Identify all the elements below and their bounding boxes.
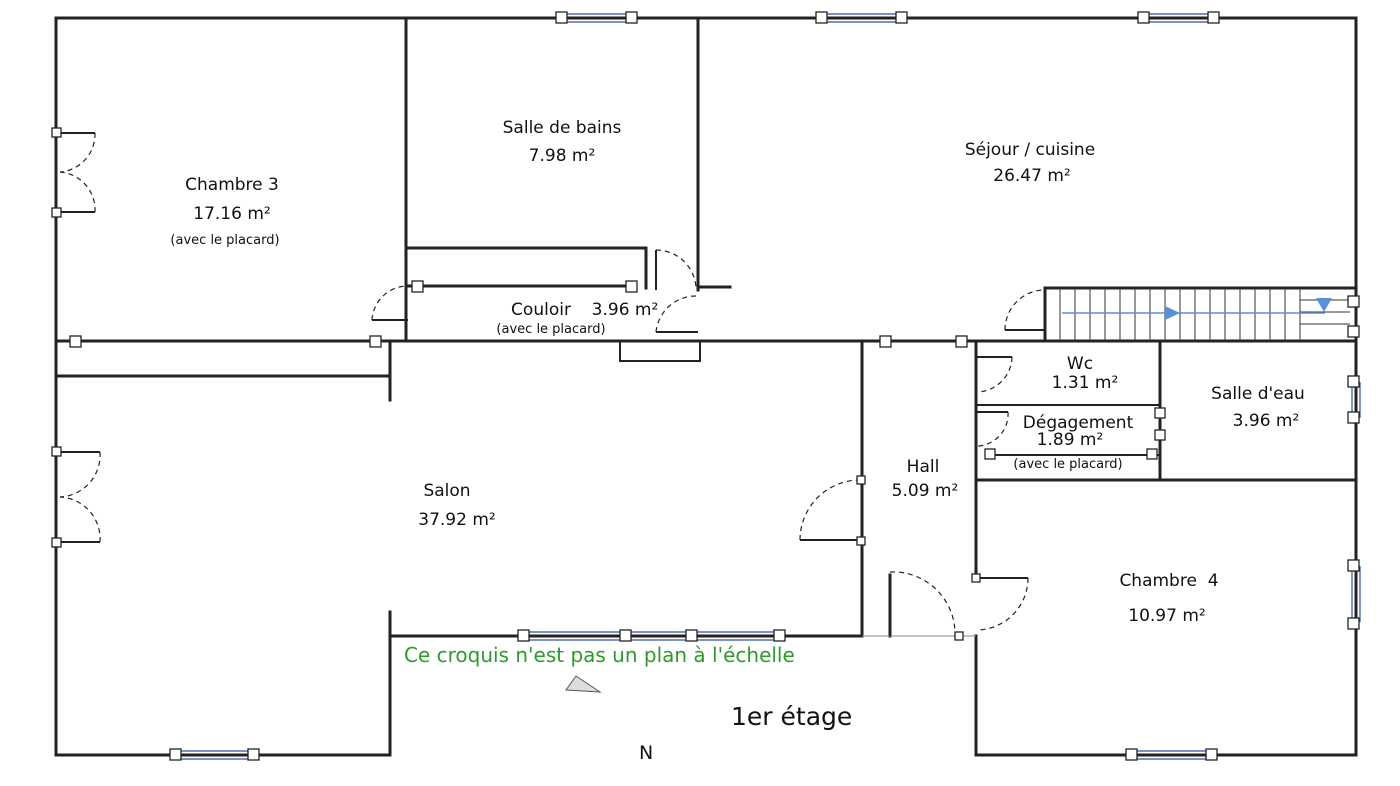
room-area-sejour: 26.47 m² [993,166,1071,186]
room-area-salle-deau: 3.96 m² [1232,411,1300,431]
room-area-salon: 37.92 m² [418,510,496,530]
floor-label: 1er étage [731,702,853,731]
room-name-salon: Salon [423,481,471,501]
wall-nodes [51,11,1360,761]
room-area-degagement: 1.89 m² [1036,430,1104,450]
room-note-couloir: (avec le placard) [496,322,606,337]
doors [58,132,1045,637]
interior-walls [54,16,1358,638]
north-label: N [639,742,654,764]
room-name-salle-deau: Salle d'eau [1211,384,1305,404]
disclaimer-text: Ce croquis n'est pas un plan à l'échelle [404,643,795,667]
room-name-couloir: Couloir [511,300,571,320]
room-area-chambre3: 17.16 m² [193,204,271,224]
room-note-degagement: (avec le placard) [1013,457,1123,472]
room-note-chambre3: (avec le placard) [170,233,280,248]
room-name-chambre4: Chambre 4 [1119,571,1219,591]
room-name-sejour: Séjour / cuisine [964,140,1096,160]
room-name-chambre3: Chambre 3 [185,175,279,195]
room-name-hall: Hall [906,457,940,477]
room-area-chambre4: 10.97 m² [1128,606,1206,626]
windows [176,13,1361,760]
north-arrow-icon [565,675,602,693]
room-area-hall: 5.09 m² [891,481,959,501]
room-name-salle-de-bains: Salle de bains [502,118,622,138]
room-area-salle-de-bains: 7.98 m² [528,146,596,166]
room-area-wc: 1.31 m² [1051,373,1119,393]
staircase [1059,288,1350,341]
room-name-wc: Wc [1066,354,1094,374]
room-name-degagement: Dégagement [1022,413,1134,433]
room-area-couloir: 3.96 m² [591,300,659,320]
